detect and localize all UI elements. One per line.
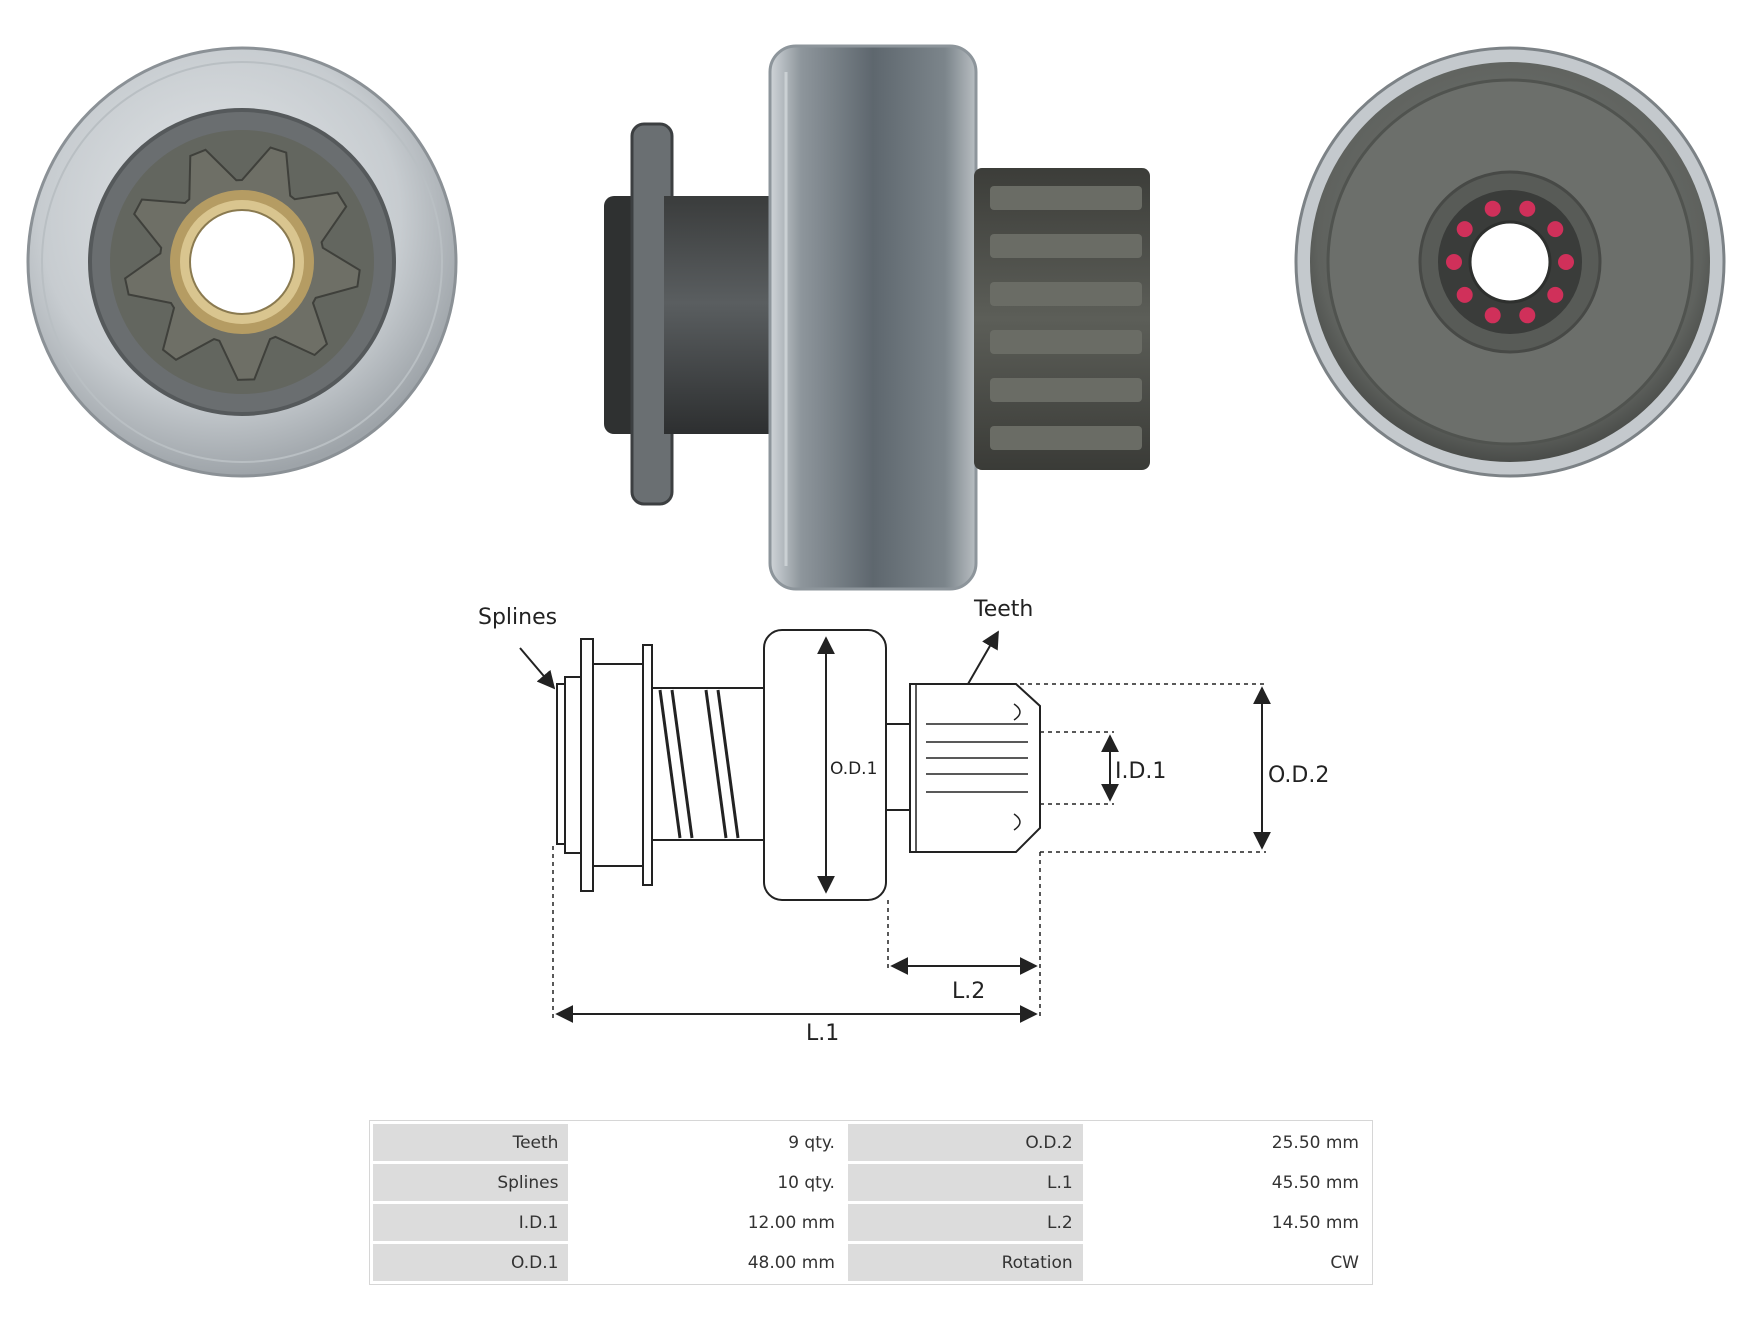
spec-label: Splines: [373, 1164, 569, 1201]
spec-value: 10 qty.: [571, 1164, 845, 1201]
drawing-labels: Splines Teeth O.D.1 I.D.1 O.D.2 L.2 L.1: [478, 597, 1329, 1046]
specs-table: Teeth 9 qty. O.D.2 25.50 mm Splines 10 q…: [369, 1120, 1373, 1285]
label-l1: L.1: [806, 1021, 839, 1046]
technical-drawing: [519, 629, 1271, 1023]
spec-label: Rotation: [847, 1244, 1083, 1281]
spec-value: 45.50 mm: [1085, 1164, 1369, 1201]
label-id1: I.D.1: [1115, 759, 1166, 784]
rear-view-photo: [1294, 46, 1726, 478]
table-row: Splines 10 qty. L.1 45.50 mm: [373, 1164, 1369, 1201]
spec-value: 25.50 mm: [1085, 1124, 1369, 1161]
side-view-photo: [604, 44, 1150, 591]
spec-label: L.1: [847, 1164, 1083, 1201]
spec-value: CW: [1085, 1244, 1369, 1281]
spec-label: I.D.1: [373, 1204, 569, 1241]
table-row: I.D.1 12.00 mm L.2 14.50 mm: [373, 1204, 1369, 1241]
label-teeth: Teeth: [973, 597, 1033, 622]
label-od2: O.D.2: [1268, 763, 1329, 788]
table-row: O.D.1 48.00 mm Rotation CW: [373, 1244, 1369, 1281]
spline-seal-ring: [1446, 200, 1574, 324]
label-od1: O.D.1: [830, 759, 877, 779]
spec-value: 48.00 mm: [571, 1244, 845, 1281]
label-splines: Splines: [478, 605, 557, 630]
spec-label: O.D.1: [373, 1244, 569, 1281]
spec-label: O.D.2: [847, 1124, 1083, 1161]
label-l2: L.2: [952, 979, 985, 1004]
spec-value: 14.50 mm: [1085, 1204, 1369, 1241]
spec-value: 9 qty.: [571, 1124, 845, 1161]
spec-label: Teeth: [373, 1124, 569, 1161]
pinion-teeth-side: [990, 186, 1142, 450]
spec-value: 12.00 mm: [571, 1204, 845, 1241]
spec-label: L.2: [847, 1204, 1083, 1241]
table-row: Teeth 9 qty. O.D.2 25.50 mm: [373, 1124, 1369, 1161]
front-view-photo: [26, 46, 458, 478]
